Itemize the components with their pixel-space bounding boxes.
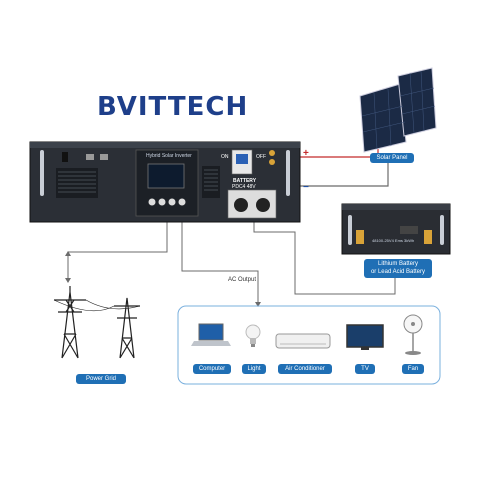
power-grid-label: Power Grid bbox=[76, 374, 126, 384]
negative-sign: − bbox=[303, 182, 309, 193]
brand-logo: BVITTECH bbox=[97, 92, 249, 122]
ac-output-wire bbox=[181, 222, 259, 306]
battery-terminal-label: BATTERY bbox=[233, 178, 257, 184]
lcd-screen bbox=[147, 163, 185, 189]
battery-label-line2: or Lead Acid Battery bbox=[370, 269, 426, 275]
ac-output-arrow bbox=[255, 302, 261, 307]
tv-icon bbox=[346, 324, 384, 350]
battery-spec-label: PDC4 48V bbox=[232, 184, 256, 190]
appliance-label-light: Light bbox=[242, 364, 266, 374]
appliance-label-tv: TV bbox=[355, 364, 375, 374]
laptop-icon bbox=[191, 323, 231, 346]
power-grid-towers-icon bbox=[53, 286, 141, 359]
ac-output-label: AC Output bbox=[228, 277, 257, 283]
solar-panel-label: Solar Panel bbox=[370, 153, 414, 163]
air-conditioner-icon bbox=[275, 333, 331, 349]
solar-negative-wire bbox=[300, 160, 389, 187]
appliance-label-fan: Fan bbox=[402, 364, 424, 374]
battery-wire bbox=[253, 218, 396, 295]
battery-label-line1: Lithium Battery bbox=[377, 261, 419, 267]
appliance-box bbox=[177, 305, 441, 385]
solar-panel-icon bbox=[359, 67, 437, 153]
switch-off-label: OFF bbox=[256, 154, 266, 160]
inverter-title: Hybrid Solar Inverter bbox=[146, 153, 192, 159]
bulb-icon bbox=[245, 324, 261, 347]
battery-rack-icon bbox=[341, 203, 451, 255]
inverter-unit bbox=[29, 141, 301, 223]
grid-arrow-up bbox=[65, 251, 71, 256]
battery-label: Lithium Battery or Lead Acid Battery bbox=[364, 259, 432, 278]
battery-unit-label: 48100-25V4 Ems 3kWh bbox=[372, 238, 415, 243]
grid-arrow-down bbox=[65, 278, 71, 283]
appliance-label-computer: Computer bbox=[193, 364, 231, 374]
fan-icon bbox=[403, 314, 423, 355]
switch-on-label: ON bbox=[221, 154, 229, 160]
positive-sign: + bbox=[303, 148, 309, 159]
appliance-label-air-conditioner: Air Conditioner bbox=[278, 364, 332, 374]
grid-wire bbox=[67, 222, 168, 282]
